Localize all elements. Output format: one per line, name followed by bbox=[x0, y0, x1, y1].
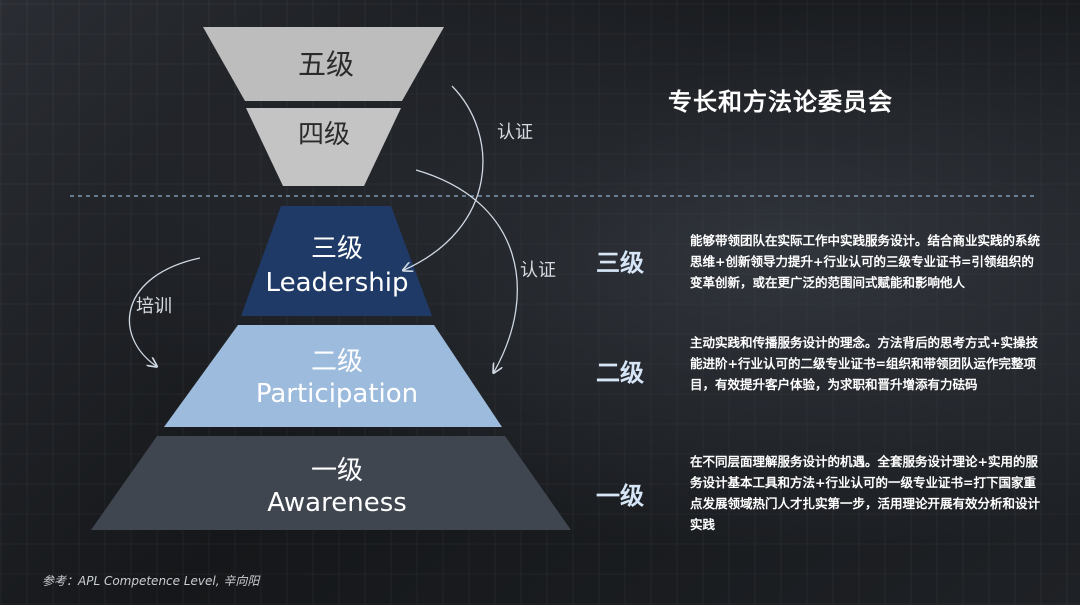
certify-arrow-mid bbox=[415, 169, 518, 372]
certify-label-mid: 认证 bbox=[520, 260, 556, 281]
level2-heading: 二级 bbox=[596, 359, 644, 387]
train-arrow bbox=[128, 257, 201, 366]
level1-heading: 一级 bbox=[596, 482, 644, 510]
certify-label-top: 认证 bbox=[497, 122, 533, 143]
level5-label: 五级 bbox=[298, 48, 354, 81]
certify-arrow-top bbox=[404, 85, 484, 270]
page-title: 专长和方法论委员会 bbox=[668, 88, 893, 116]
level3-label-en: Leadership bbox=[266, 268, 409, 298]
level3-heading: 三级 bbox=[596, 249, 644, 277]
level1-shape bbox=[91, 436, 571, 530]
level3-shape bbox=[241, 206, 432, 316]
level2-shape bbox=[164, 325, 502, 427]
level3-description: 能够带领团队在实际工作中实践服务设计。结合商业实践的系统思维+创新领导力提升+行… bbox=[690, 233, 1041, 290]
level4-shape bbox=[246, 108, 401, 186]
level2-label-en: Participation bbox=[256, 379, 418, 409]
train-label: 培训 bbox=[136, 296, 172, 317]
level2-label-cn: 二级 bbox=[311, 347, 363, 377]
level1-label-cn: 一级 bbox=[311, 456, 363, 486]
reference-note: 参考：APL Competence Level, 辛向阳 bbox=[42, 574, 260, 588]
level1-label-en: Awareness bbox=[267, 488, 407, 518]
level5-shape bbox=[203, 27, 444, 101]
level3-label-cn: 三级 bbox=[311, 234, 363, 264]
level4-label: 四级 bbox=[298, 120, 350, 150]
level2-description: 主动实践和传播服务设计的理念。方法背后的思考方式+实操技能进阶+行业认可的二级专… bbox=[690, 335, 1038, 392]
level1-description: 在不同层面理解服务设计的机遇。全套服务设计理论+实用的服务设计基本工具和方法+行… bbox=[690, 454, 1041, 532]
